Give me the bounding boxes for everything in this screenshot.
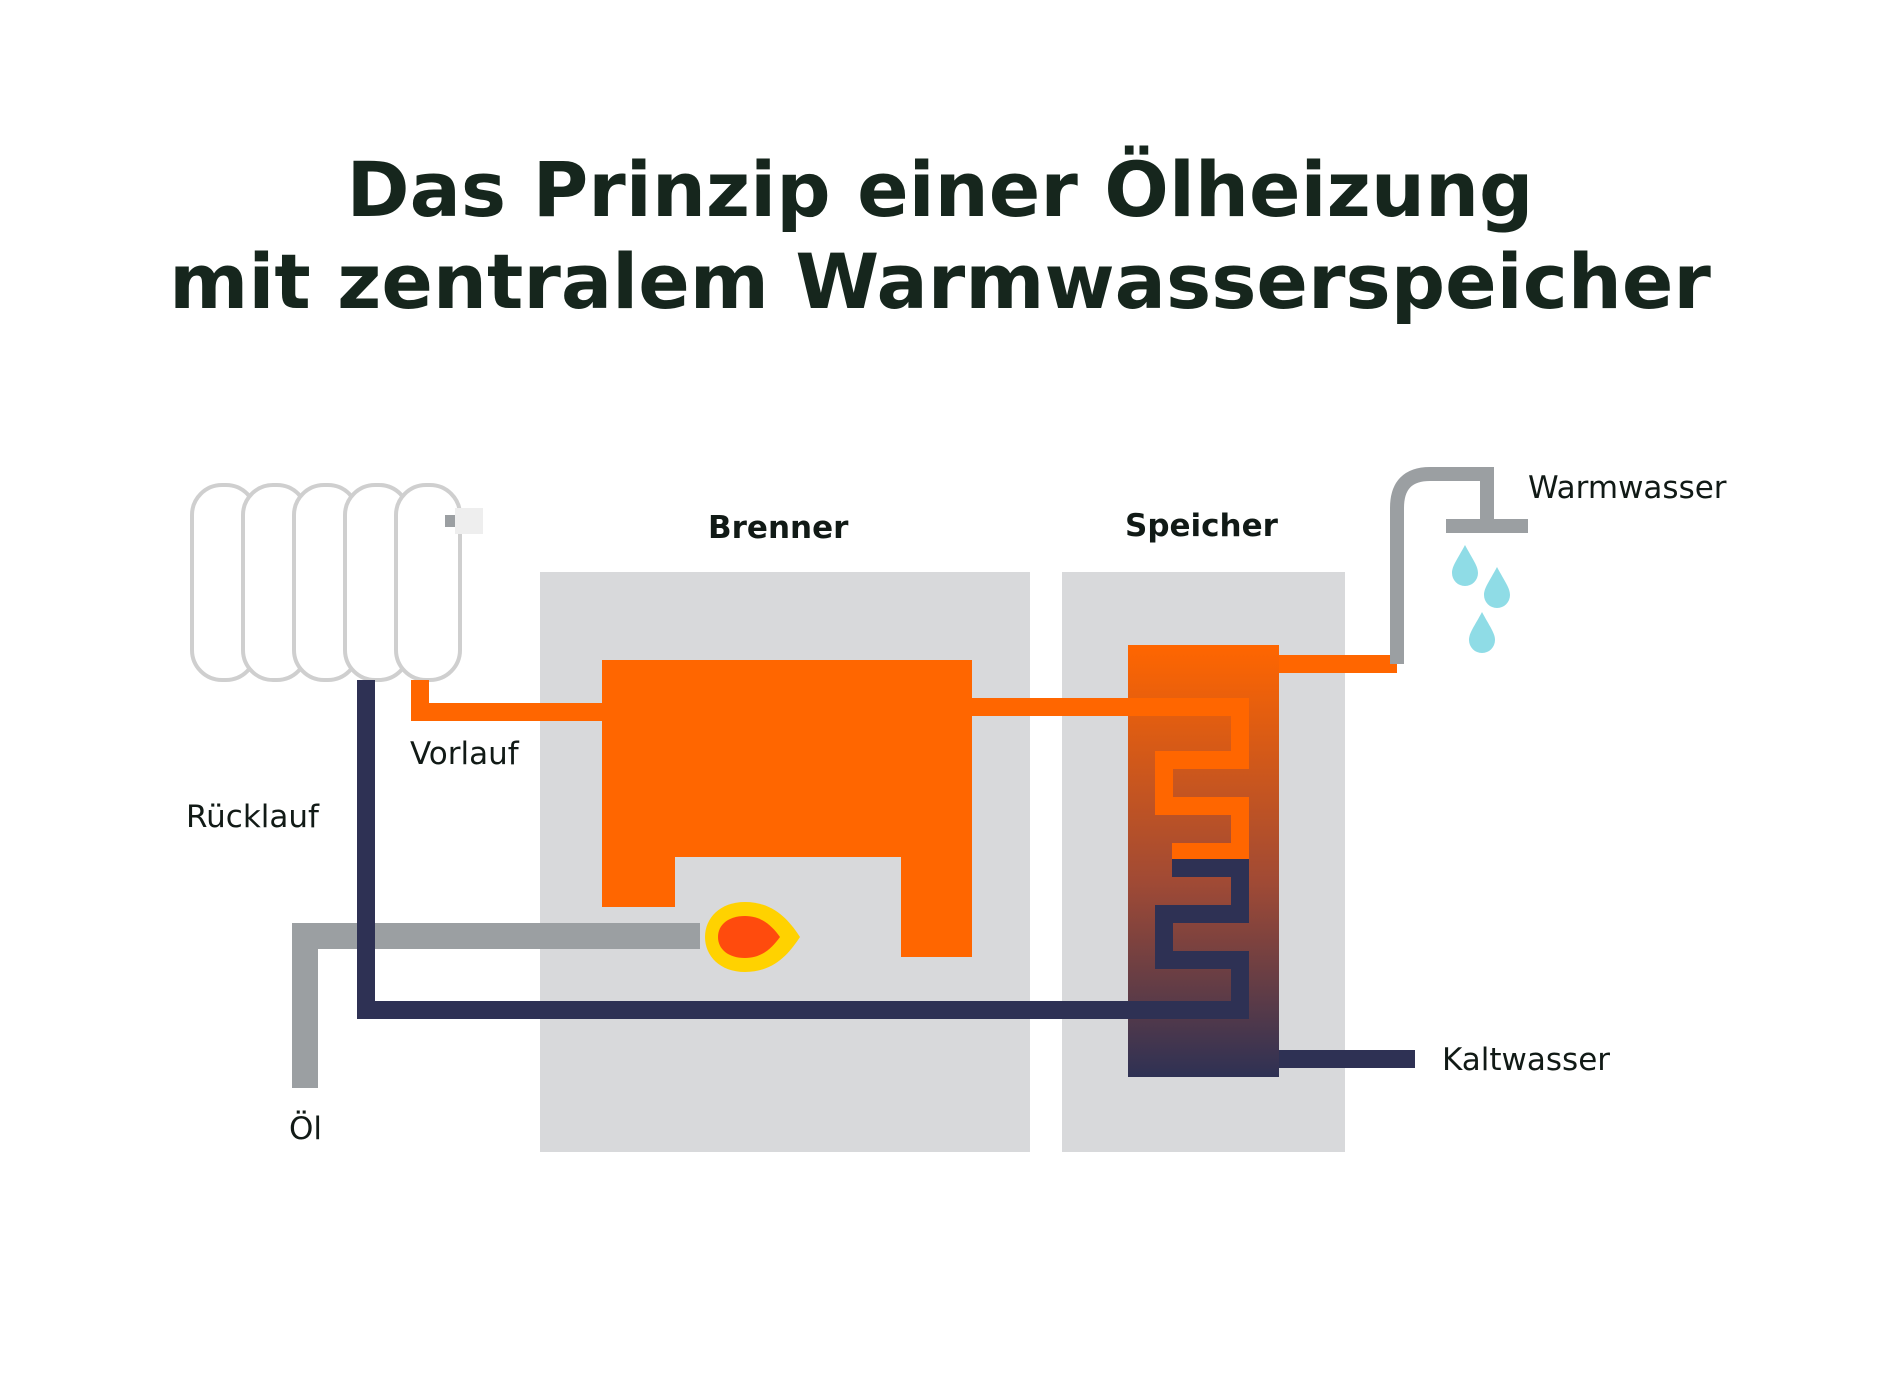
boiler (602, 660, 972, 957)
title-line-1: Das Prinzip einer Ölheizung (346, 145, 1534, 234)
flow-label: Vorlauf (410, 736, 519, 772)
oil-label: Öl (289, 1111, 323, 1147)
cold-water-label: Kaltwasser (1442, 1042, 1611, 1078)
storage-label: Speicher (1125, 508, 1278, 544)
burner-label: Brenner (708, 510, 849, 546)
oil-pipe (292, 923, 700, 1088)
water-drop-icon (1452, 545, 1510, 653)
return-pipe (357, 680, 1245, 1019)
radiator-valve-icon (445, 508, 483, 534)
radiator-icon (190, 483, 462, 682)
flow-pipe (411, 680, 604, 721)
coil-hot (1128, 698, 1249, 861)
hot-water-label: Warmwasser (1528, 470, 1727, 506)
coil-cold (1128, 859, 1249, 1019)
flame-icon (705, 902, 800, 972)
title-line-2: mit zentralem Warmwasserspeicher (169, 237, 1711, 326)
return-label: Rücklauf (186, 799, 319, 835)
tap-icon (1390, 467, 1528, 664)
